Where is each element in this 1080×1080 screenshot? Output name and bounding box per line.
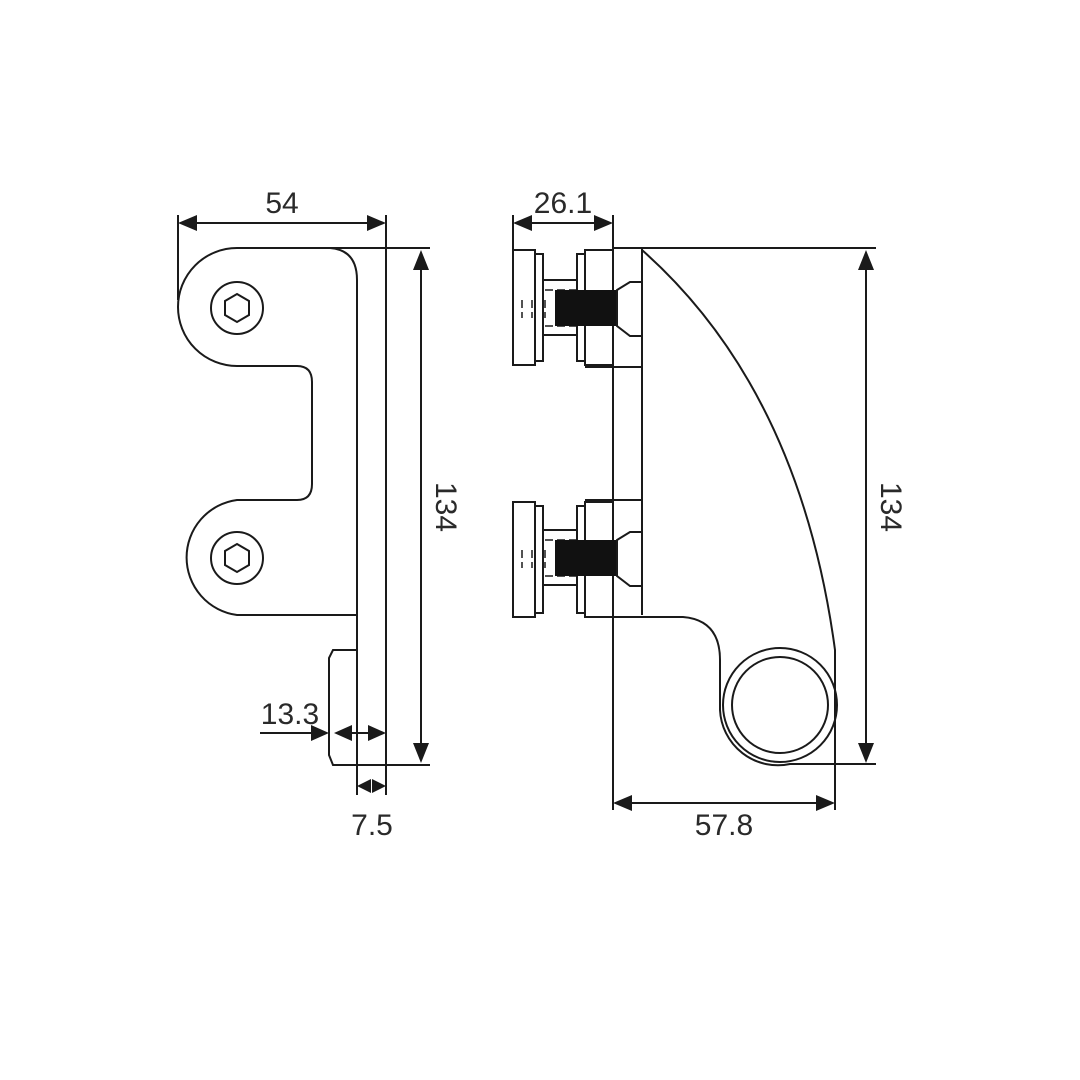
plate-outline (177, 247, 358, 616)
svg-text:134: 134 (874, 482, 907, 532)
front-view: 54 134 13.3 7.5 (177, 187, 462, 842)
tube-ring-outer (722, 647, 838, 763)
lower-arm (613, 616, 876, 767)
curved-profile (641, 249, 836, 700)
svg-text:13.3: 13.3 (261, 698, 319, 731)
svg-text:26.1: 26.1 (534, 187, 592, 220)
svg-text:7.5: 7.5 (351, 809, 393, 842)
dimension-height-134-side: 134 (858, 250, 907, 763)
dimension-thickness-7-5: 7.5 (351, 765, 393, 842)
dimension-width-54: 54 (177, 187, 387, 300)
svg-text:54: 54 (265, 187, 298, 220)
dimension-height-134-front: 134 (413, 250, 462, 763)
bolt-assembly-icon (512, 501, 643, 618)
side-view: 26.1 134 57.8 (512, 187, 907, 842)
hex-screw-icon (210, 531, 264, 585)
lower-tab (328, 649, 357, 766)
tube-ring-inner (731, 656, 829, 754)
dimension-offset-13-3: 13.3 (260, 698, 386, 741)
svg-text:134: 134 (429, 482, 462, 532)
hex-screw-icon (210, 281, 264, 335)
svg-text:57.8: 57.8 (695, 809, 753, 842)
dimension-bolt-depth-26-1: 26.1 (512, 187, 614, 252)
bolt-assembly-icon (512, 249, 643, 366)
dimension-depth-57-8: 57.8 (613, 700, 836, 842)
